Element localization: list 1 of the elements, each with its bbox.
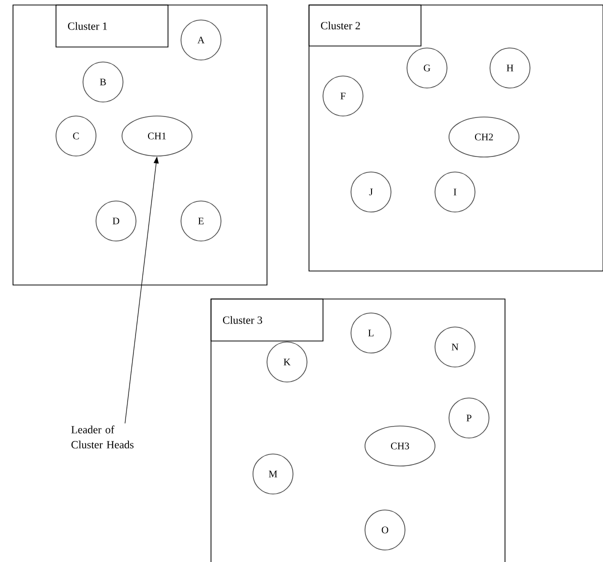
callout-text: Leader of Cluster Heads: [71, 426, 134, 448]
